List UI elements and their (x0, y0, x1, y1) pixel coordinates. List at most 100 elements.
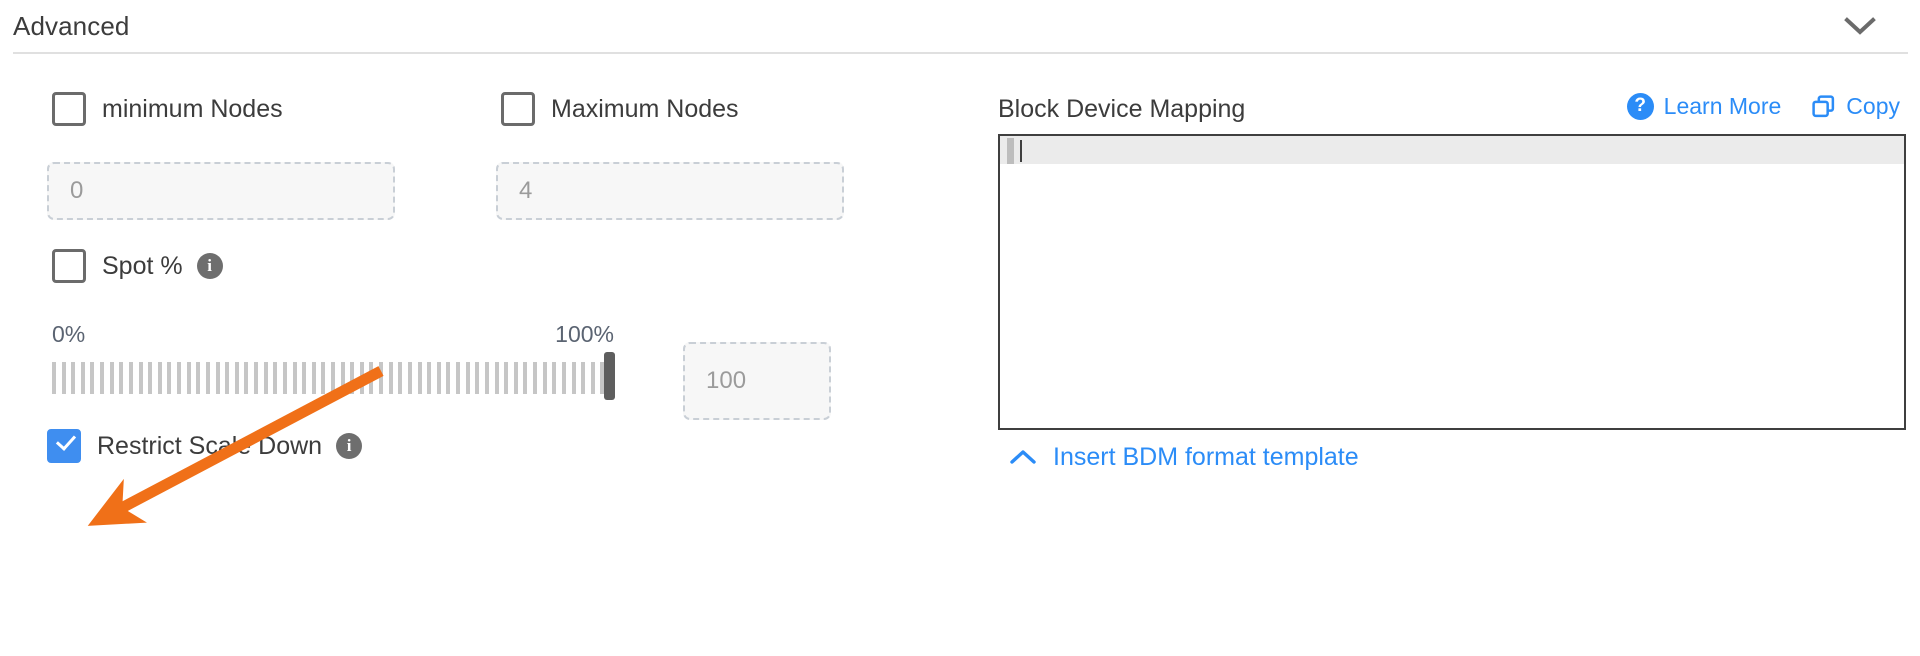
left-column: minimum Nodes 0 Maximum Nodes 4 Spot % i… (0, 54, 960, 656)
copy-icon (1812, 94, 1835, 117)
bdm-code-editor[interactable] (998, 134, 1906, 430)
restrict-scale-down-row: Restrict Scale Down i (47, 429, 363, 463)
slider-tick (273, 362, 278, 394)
slider-tick (542, 362, 547, 394)
copy-button[interactable]: Copy (1811, 92, 1900, 120)
slider-tick (148, 362, 153, 394)
slider-tick (581, 362, 586, 394)
slider-tick (302, 362, 307, 394)
max-nodes-label: Maximum Nodes (551, 95, 739, 123)
slider-min-label: 0% (52, 321, 86, 347)
page-title: Advanced (13, 11, 130, 41)
copy-label: Copy (1846, 93, 1900, 119)
spot-percent-label: Spot % (102, 252, 183, 280)
slider-tick (465, 362, 470, 394)
slider-tick (484, 362, 489, 394)
slider-tick (311, 362, 316, 394)
slider-tick (600, 362, 605, 394)
slider-tick (388, 362, 393, 394)
slider-tick (282, 362, 287, 394)
slider-tick (109, 362, 114, 394)
slider-max-label: 100% (555, 321, 614, 347)
block-device-mapping-title: Block Device Mapping (998, 95, 1246, 123)
slider-tick (436, 362, 441, 394)
slider-tick (504, 362, 509, 394)
min-nodes-input[interactable]: 0 (47, 162, 395, 220)
slider-tick (52, 362, 56, 394)
spot-percent-value-input[interactable]: 100 (683, 342, 831, 420)
spot-percent-slider-track[interactable] (52, 362, 610, 394)
slider-tick (90, 362, 95, 394)
slider-tick (379, 362, 384, 394)
slider-tick (475, 362, 480, 394)
learn-more-label: Learn More (1663, 93, 1782, 119)
chevron-down-icon (1844, 17, 1876, 35)
insert-bdm-template-link[interactable]: Insert BDM format template (1010, 442, 1359, 472)
min-nodes-label: minimum Nodes (102, 95, 283, 123)
spot-percent-slider-thumb[interactable] (604, 352, 615, 400)
slider-tick (61, 362, 66, 394)
slider-tick (186, 362, 191, 394)
slider-tick (157, 362, 162, 394)
slider-tick (128, 362, 133, 394)
chevron-up-icon (1010, 450, 1036, 464)
slider-tick (292, 362, 297, 394)
slider-tick (225, 362, 230, 394)
slider-tick (571, 362, 576, 394)
header-divider (13, 52, 1908, 54)
restrict-scale-down-label: Restrict Scale Down (97, 432, 323, 460)
spot-percent-slider-group: 0% 100% (52, 320, 622, 400)
slider-tick (196, 362, 201, 394)
slider-tick (494, 362, 499, 394)
slider-tick (119, 362, 124, 394)
slider-tick (561, 362, 566, 394)
slider-tick (263, 362, 268, 394)
slider-tick (407, 362, 412, 394)
spot-percent-value-placeholder: 100 (706, 367, 747, 394)
info-glyph: i (207, 256, 212, 275)
learn-more-link[interactable]: ? Learn More (1626, 92, 1782, 120)
editor-gutter-marker (1007, 138, 1014, 164)
max-nodes-row: Maximum Nodes (501, 92, 739, 126)
max-nodes-input[interactable]: 4 (496, 162, 844, 220)
editor-text-cursor (1020, 140, 1022, 162)
max-nodes-checkbox[interactable] (501, 92, 535, 126)
slider-tick (523, 362, 528, 394)
slider-tick (177, 362, 182, 394)
info-glyph: i (346, 436, 352, 455)
right-column: Block Device Mapping ? Learn More Copy (960, 54, 1920, 656)
spot-percent-checkbox[interactable] (52, 249, 86, 283)
block-device-mapping-actions: ? Learn More Copy (1626, 92, 1900, 120)
editor-active-line (1000, 136, 1904, 164)
slider-tick (331, 362, 335, 394)
slider-tick (417, 362, 422, 394)
restrict-scale-down-checkbox[interactable] (47, 429, 81, 463)
restrict-scale-down-info-icon[interactable]: i (336, 433, 363, 459)
slider-tick (369, 362, 374, 394)
slider-tick (321, 362, 326, 394)
min-nodes-input-placeholder: 0 (70, 177, 84, 204)
slider-tick (138, 362, 143, 394)
slider-tick (215, 362, 220, 394)
slider-tick (359, 362, 364, 394)
slider-tick (533, 362, 538, 394)
slider-tick (244, 362, 249, 394)
slider-tick (254, 362, 259, 394)
slider-tick (350, 362, 355, 394)
collapse-section-button[interactable] (1842, 8, 1878, 44)
slider-tick (427, 362, 432, 394)
section-header: Advanced (0, 0, 1920, 54)
slider-tick (456, 362, 461, 394)
max-nodes-input-placeholder: 4 (519, 177, 533, 204)
min-nodes-checkbox[interactable] (52, 92, 86, 126)
slider-tick (513, 362, 518, 394)
slider-tick (167, 362, 172, 394)
question-circle-icon: ? (1626, 92, 1654, 120)
slider-tick (100, 362, 105, 394)
slider-tick (552, 362, 557, 394)
min-nodes-row: minimum Nodes (52, 92, 283, 126)
slider-tick (340, 362, 345, 394)
slider-tick (205, 362, 210, 394)
slider-tick (234, 362, 239, 394)
spot-percent-info-icon[interactable]: i (196, 253, 223, 279)
